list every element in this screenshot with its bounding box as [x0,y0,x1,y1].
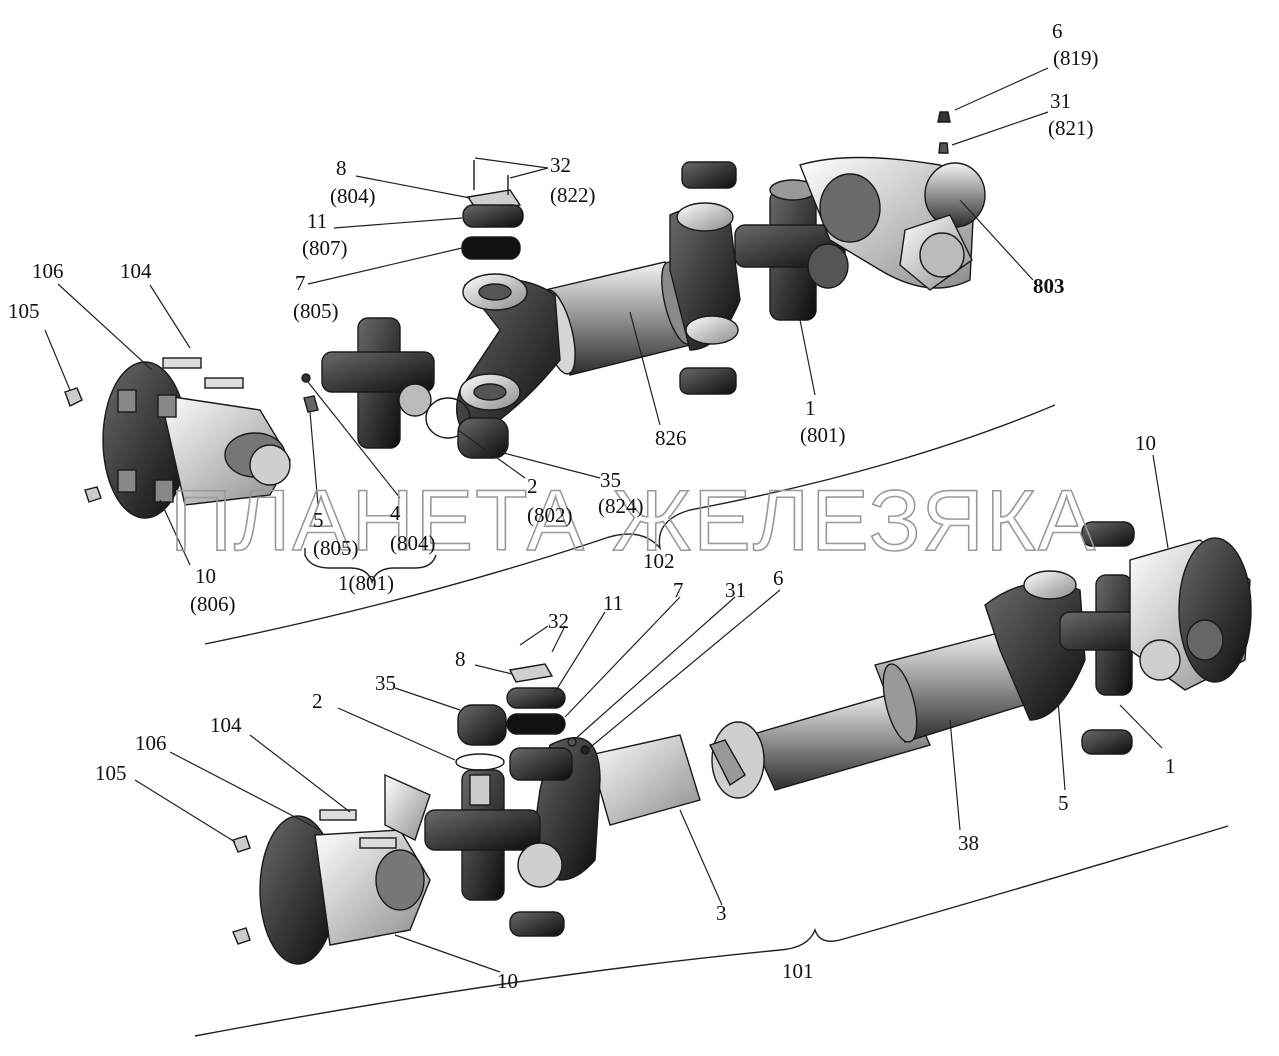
label-7: 7 [295,271,306,295]
label-3: 3 [716,901,727,925]
label-104-bottom: 104 [210,713,242,737]
label-35: 35 [600,468,621,492]
label-2-bottom: 2 [312,689,323,713]
cap-11-top [462,204,524,228]
nut-105-b [84,486,102,503]
cross-801-right [734,179,849,321]
cap-4-top [301,373,311,383]
label-805: (805) [293,299,339,323]
cap-bottom-right-top [1081,521,1135,547]
cap-11-bottom [506,687,566,709]
label-1-bottom: 1 [1165,754,1176,778]
label-38: 38 [958,831,979,855]
nut-105-bottom-b [232,927,251,945]
leader-lines [44,67,1169,973]
bearing-cap-top [681,161,737,189]
ring-2-bottom [455,753,505,771]
yoke-right-top [669,202,741,351]
label-804b: (804) [390,531,436,555]
yoke-right-bottom [984,570,1086,721]
label-824: (824) [598,494,644,518]
label-106-bottom: 106 [135,731,167,755]
label-10-right: 10 [1135,431,1156,455]
cap-6-bottom [580,745,590,755]
label-804: (804) [330,184,376,208]
cap-bottom-front [509,747,573,781]
bolts-104-bottom [319,809,397,849]
label-8: 8 [336,156,347,180]
label-31-bottom: 31 [725,578,746,602]
label-802: (802) [527,503,573,527]
label-6-bottom: 6 [773,566,784,590]
label-104: 104 [120,259,152,283]
label-7-bottom: 7 [673,578,684,602]
cap-6-top [937,111,951,123]
label-805b: (805) [313,536,359,560]
yoke-left-top [456,273,561,441]
flange-10-right [1129,537,1252,691]
label-106: 106 [32,259,64,283]
label-101: 101 [782,959,814,983]
labels-top: 6 (819) 31 (821) 8 (804) 32 (822) 11 (80… [8,19,1099,616]
label-5-bottom: 5 [1058,791,1069,815]
cross-bottom-left [424,769,563,901]
label-1: 1 [805,396,816,420]
watermark: ПЛАНЕТА ЖЕЛЕЗЯКА [170,473,1097,569]
label-4: 4 [390,501,401,525]
label-31: 31 [1050,89,1071,113]
nipple-31-top [938,142,949,154]
cup-35-bottom [457,704,507,746]
cup-35-top [457,417,509,459]
label-819: (819) [1053,46,1099,70]
label-807: (807) [302,236,348,260]
label-32: 32 [550,153,571,177]
braces [194,404,1229,1037]
label-803: 803 [1033,274,1065,298]
label-801: (801) [800,423,846,447]
flange-10-bottom-left [259,773,431,965]
label-11: 11 [307,209,327,233]
cross-left-top [321,317,435,449]
label-826: 826 [655,426,687,450]
bearing-cap-bottom [679,367,737,395]
bolts-104-top [162,357,244,389]
seal-7-bottom [506,713,566,735]
label-821: (821) [1048,116,1094,140]
label-1-801: 1(801) [338,571,394,595]
cap-bottom-left-bot [509,911,565,937]
label-2: 2 [527,474,538,498]
tube-ring [882,663,918,743]
label-10: 10 [195,564,216,588]
lock-plate-8-bottom [508,663,554,683]
label-102: 102 [643,549,675,573]
nut-105-top [64,387,83,407]
flange-10-806 [102,361,291,519]
label-35-bottom: 35 [375,671,396,695]
label-6: 6 [1052,19,1063,43]
label-105: 105 [8,299,40,323]
splined-shaft-38 [709,689,931,799]
label-5: 5 [313,508,324,532]
label-10-bottom: 10 [497,969,518,993]
label-8-bottom: 8 [455,647,466,671]
nut-105-bottom [232,835,251,853]
label-11-bottom: 11 [603,591,623,615]
nipple-5-top [303,395,319,413]
cap-bottom-right-bot [1081,729,1133,755]
label-105-bottom: 105 [95,761,127,785]
label-806: (806) [190,592,236,616]
seal-7-top [461,236,521,260]
label-822: (822) [550,183,596,207]
labels-bottom: 10 11 7 31 6 32 8 35 2 104 106 105 1 5 3… [95,431,1176,993]
bottom-assembly [232,521,1252,965]
label-32-bottom: 32 [548,609,569,633]
top-assembly [64,111,986,519]
